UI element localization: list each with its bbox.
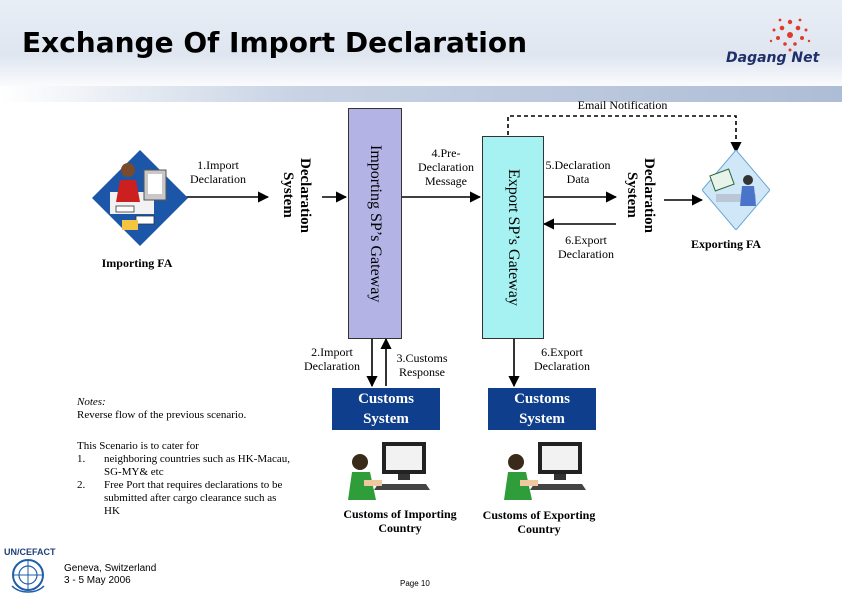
export-sp-gateway: Export SP’s Gateway bbox=[482, 136, 544, 339]
scenario-item-text: Free Port that requires declarations to … bbox=[104, 479, 283, 517]
exporting-fa-operator-icon bbox=[702, 150, 770, 230]
notes-text: Reverse flow of the previous scenario. bbox=[77, 409, 247, 421]
scenario-intro: This Scenario is to cater for bbox=[77, 440, 199, 452]
dagang-net-logo bbox=[769, 18, 811, 52]
logo-starburst-icon bbox=[769, 18, 811, 52]
footer-org: UN/CEFACT bbox=[4, 547, 56, 557]
importing-fa-clerk-icon bbox=[92, 150, 188, 246]
scenario-item-text: neighboring countries such as HK-Macau, … bbox=[104, 453, 291, 478]
step-1-label: 1.Import Declaration bbox=[190, 158, 246, 186]
step-6b-label: 6.Export Declaration bbox=[534, 345, 590, 373]
scenario-item: 2. Free Port that requires declarations … bbox=[77, 479, 292, 518]
exporting-declaration-system: Declaration System bbox=[616, 140, 664, 250]
notes: Notes: Reverse flow of the previous scen… bbox=[77, 396, 246, 422]
exporting-customs-computer-icon bbox=[504, 442, 586, 500]
logo-text: Dagang Net bbox=[726, 50, 820, 66]
importing-customs-computer-icon bbox=[348, 442, 430, 500]
importing-sp-gateway: Importing SP’s Gateway bbox=[348, 108, 402, 339]
email-notification-label: Email Notification bbox=[577, 98, 668, 112]
header-rule bbox=[0, 86, 842, 102]
scenario-description: This Scenario is to cater for 1. neighbo… bbox=[77, 440, 292, 518]
footer-meta: Geneva, Switzerland 3 - 5 May 2006 bbox=[64, 563, 156, 587]
step-5-label: 5.Declaration Data bbox=[545, 158, 611, 186]
step-3-label: 3.Customs Response bbox=[396, 351, 448, 379]
customs-importing-country-label: Customs of Importing Country bbox=[343, 507, 457, 535]
importing-declaration-system: Declaration System bbox=[270, 140, 322, 250]
footer-location: Geneva, Switzerland bbox=[64, 563, 157, 574]
page-number: Page 10 bbox=[400, 579, 430, 588]
importing-sp-gateway-label: Importing SP’s Gateway bbox=[367, 144, 384, 303]
export-sp-gateway-label: Export SP’s Gateway bbox=[505, 169, 522, 306]
importing-declaration-system-label: Declaration System bbox=[280, 157, 313, 233]
customs-exporting-country-label: Customs of Exporting Country bbox=[482, 508, 596, 536]
exporting-declaration-system-label: Declaration System bbox=[624, 157, 657, 233]
step-2-label: 2.Import Declaration bbox=[304, 345, 360, 373]
step-6a-label: 6.Export Declaration bbox=[558, 233, 614, 261]
email-notification-path bbox=[507, 115, 742, 154]
footer-date: 3 - 5 May 2006 bbox=[64, 575, 131, 586]
header-band bbox=[0, 0, 842, 92]
importing-customs-system: Customs System bbox=[332, 388, 440, 430]
scenario-item-number: 1. bbox=[77, 453, 86, 465]
step-4-label: 4.Pre-Declaration Message bbox=[418, 146, 474, 188]
exporting-customs-system-label: Customs System bbox=[514, 391, 570, 427]
scenario-item-number: 2. bbox=[77, 479, 86, 491]
un-emblem-icon bbox=[11, 559, 45, 593]
importing-fa-label: Importing FA bbox=[101, 256, 173, 270]
exporting-fa-label: Exporting FA bbox=[690, 237, 762, 251]
scenario-item: 1. neighboring countries such as HK-Maca… bbox=[77, 453, 292, 479]
notes-label: Notes: bbox=[77, 396, 106, 408]
slide-title: Exchange Of Import Declaration bbox=[22, 26, 528, 59]
exporting-customs-system: Customs System bbox=[488, 388, 596, 430]
importing-customs-system-label: Customs System bbox=[358, 391, 414, 427]
